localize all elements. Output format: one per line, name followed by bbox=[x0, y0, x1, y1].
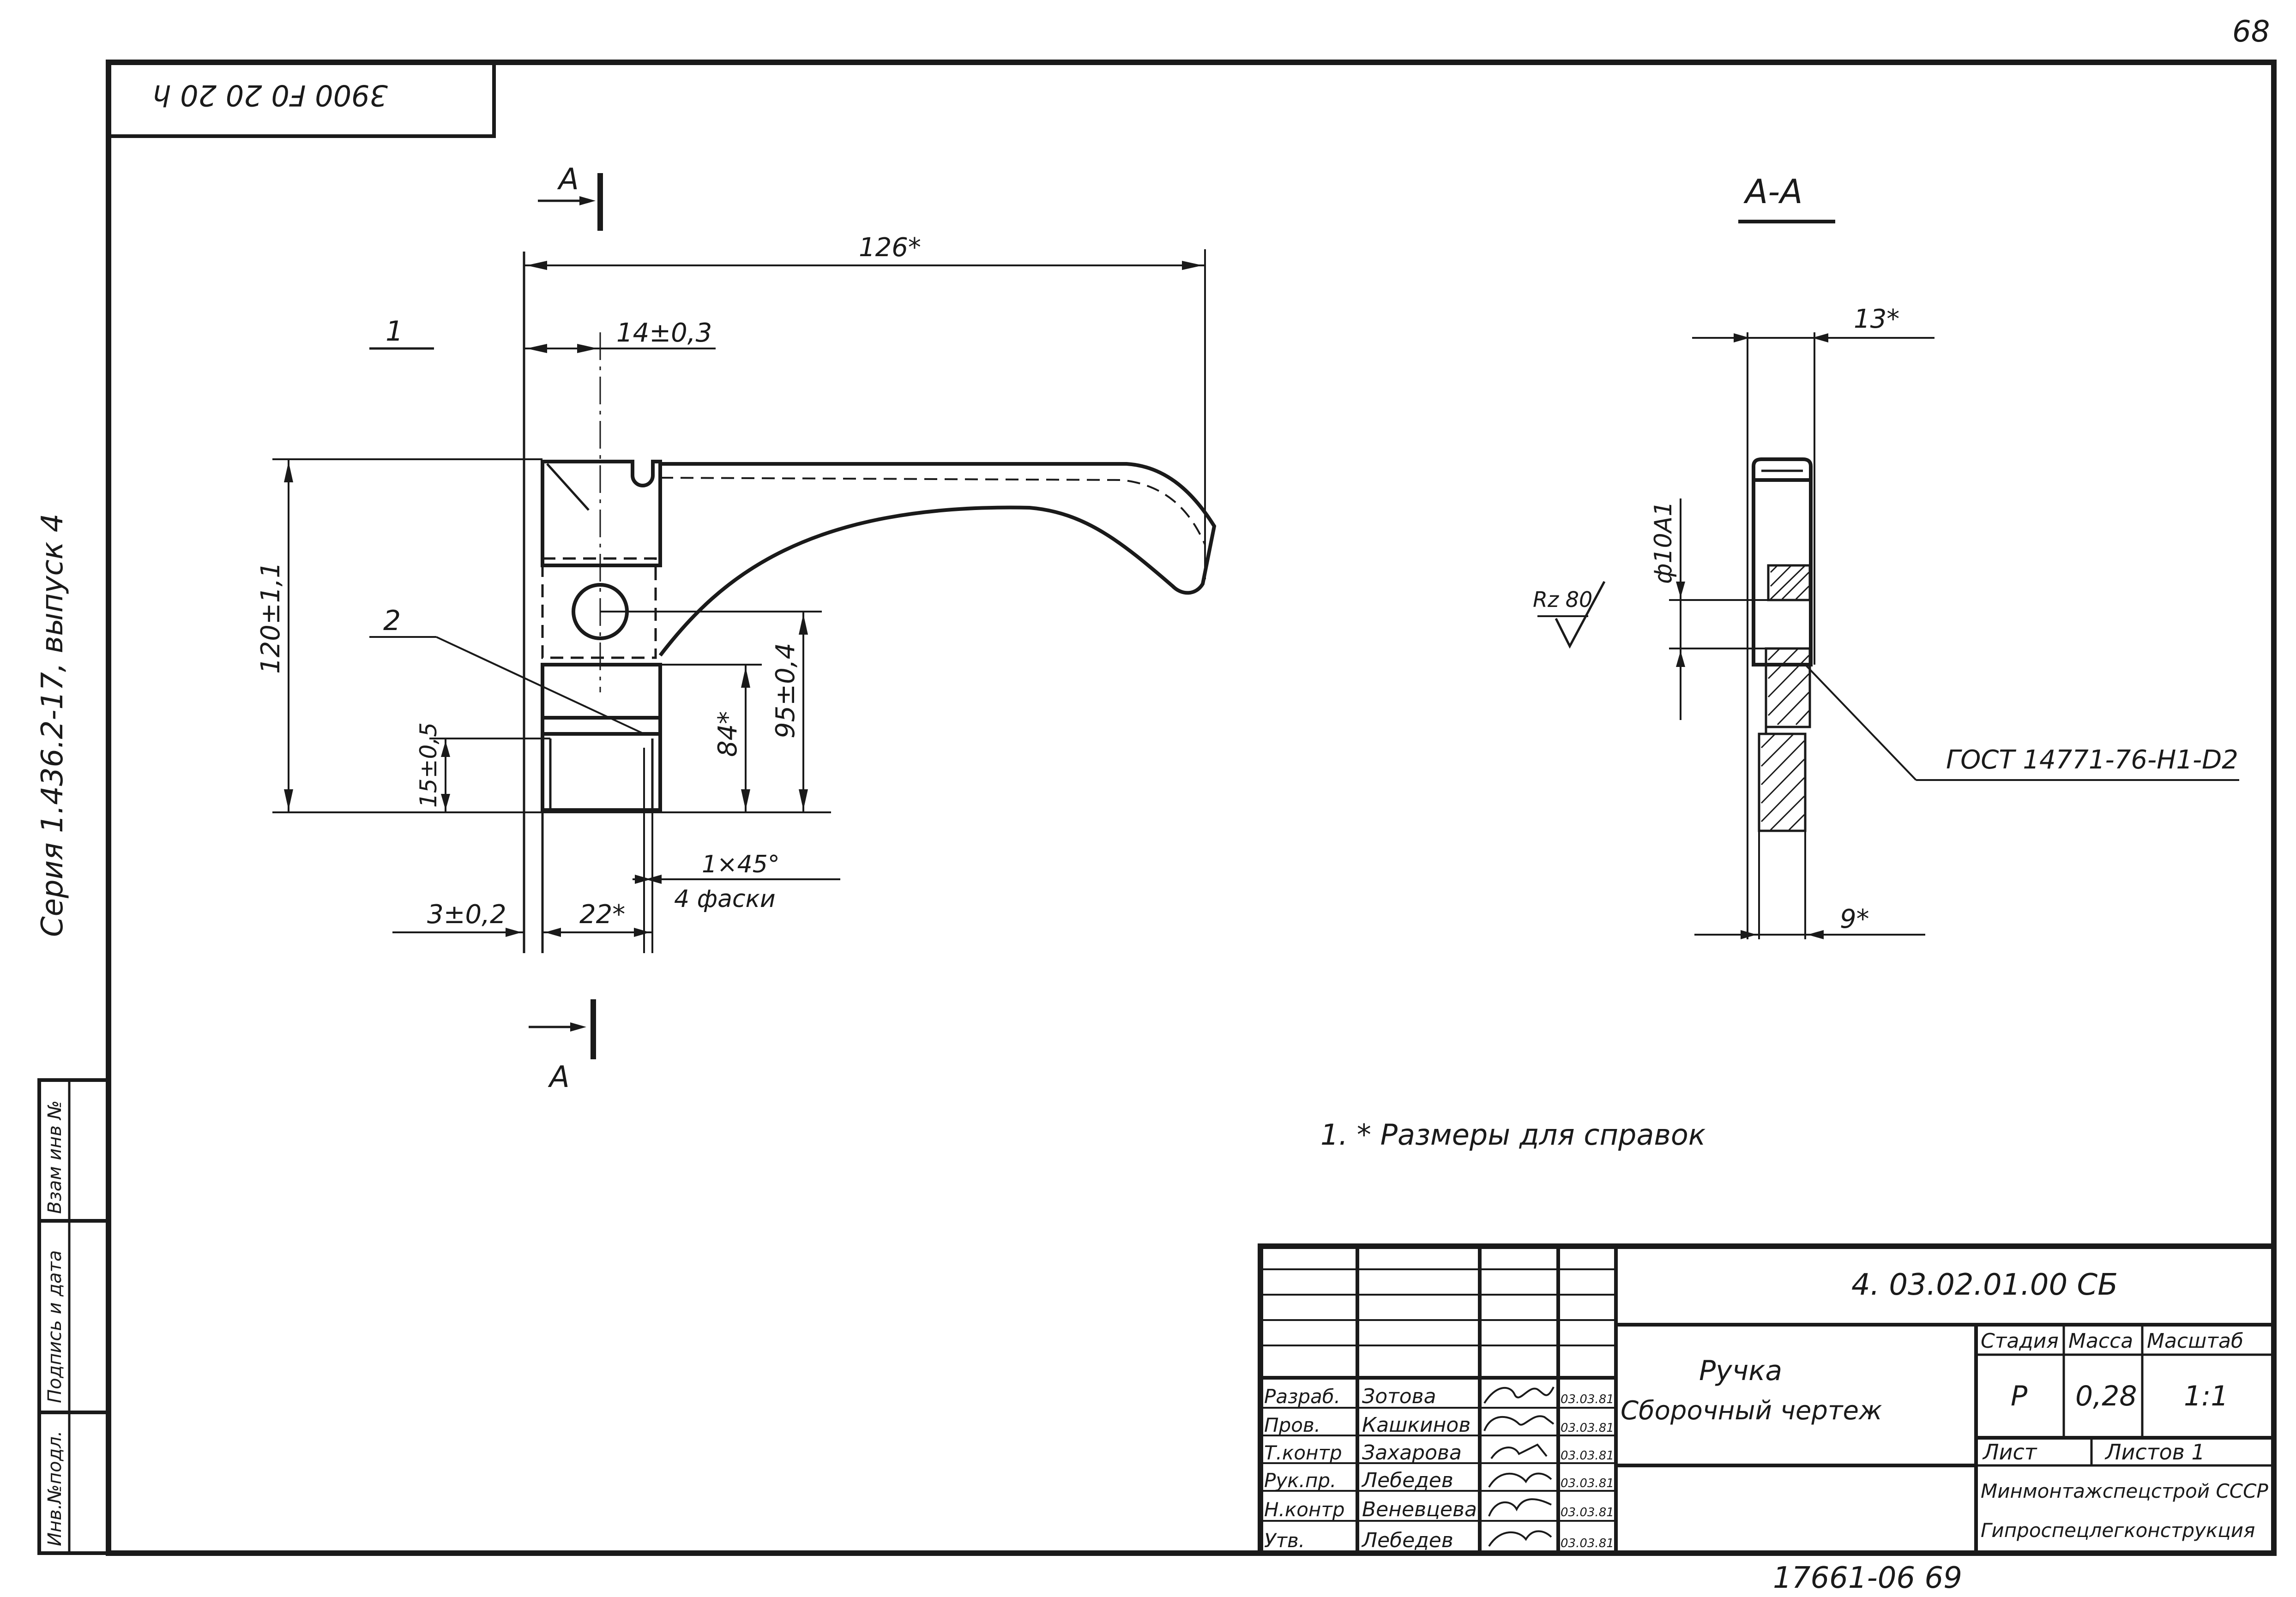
sheets-label: Листов 1 bbox=[2104, 1440, 2205, 1465]
dim-section-thickness: 9* bbox=[1694, 904, 1925, 939]
margin-sign-date: Подпись и дата bbox=[44, 1250, 66, 1403]
callout-2: 2 bbox=[383, 605, 401, 637]
role-name: Веневцева bbox=[1362, 1498, 1477, 1521]
dim-total-length-text: 126* bbox=[859, 233, 921, 263]
dim-hole-offset-text: 14±0,3 bbox=[616, 318, 712, 348]
roughness-mark: Rz 80 bbox=[1533, 581, 1606, 649]
hatch-middle bbox=[1765, 647, 1811, 728]
dim-slot-width-text: 22* bbox=[579, 900, 625, 930]
role-date: 03.03.81 bbox=[1561, 1393, 1614, 1406]
dim-slot-depth-text: 15±0,5 bbox=[415, 722, 442, 808]
scale-label: Масштаб bbox=[2147, 1329, 2243, 1353]
dim-slot-depth: 15±0,5 bbox=[415, 722, 550, 812]
margin-inv-orig: Инв.№подл. bbox=[44, 1430, 66, 1546]
dim-height-text: 120±1,1 bbox=[256, 562, 286, 674]
title-block-roles: Разраб. Зотова 03.03.81 Пров. Кашкинов 0… bbox=[1264, 1385, 1614, 1552]
dim-hole-height: 95±0,4 bbox=[600, 611, 822, 812]
gost-leader: ГОСТ 14771-76-Н1-D2 bbox=[1804, 664, 2239, 781]
dim-hole-offset: 14±0,3 bbox=[524, 318, 716, 353]
dim-wall-text: 3±0,2 bbox=[427, 900, 506, 930]
stage-label: Стадия bbox=[1981, 1329, 2059, 1353]
sheet-label: Лист bbox=[1982, 1440, 2037, 1465]
archive-number: 17661-06 69 bbox=[1773, 1561, 1962, 1595]
signatures bbox=[1483, 1387, 1555, 1547]
gost-text: ГОСТ 14771-76-Н1-D2 bbox=[1946, 745, 2238, 775]
cut-letter-bottom: А bbox=[548, 1060, 570, 1094]
handle-main-view bbox=[523, 252, 1217, 953]
series-label: Серия 1.436.2-17, выпуск 4 bbox=[36, 514, 70, 937]
mass-value: 0,28 bbox=[2075, 1380, 2137, 1412]
dim-hole-diameter-text: ф10А1 bbox=[1650, 501, 1677, 584]
dim-slot-top: 84* bbox=[660, 664, 762, 812]
role-name: Лебедев bbox=[1361, 1529, 1453, 1552]
top-stamp-text: 3900 F0 20 20 h bbox=[153, 78, 388, 112]
dim-chamfer: 1×45° 4 фаски bbox=[633, 748, 840, 953]
dim-total-length: 126* bbox=[524, 233, 1206, 579]
role-label: Н.контр bbox=[1264, 1498, 1345, 1521]
dim-section-width: 13* bbox=[1692, 304, 1934, 342]
dim-height: 120±1,1 bbox=[256, 458, 831, 813]
doc-type: Сборочный чертеж bbox=[1621, 1396, 1882, 1426]
mass-label: Масса bbox=[2068, 1329, 2133, 1353]
scale-value: 1:1 bbox=[2184, 1380, 2229, 1412]
left-margin-block: Взам инв № Подпись и дата Инв.№подл. bbox=[37, 1078, 110, 1555]
role-date: 03.03.81 bbox=[1561, 1449, 1614, 1463]
role-label: Разраб. bbox=[1264, 1385, 1340, 1408]
margin-inv-replace: Взам инв № bbox=[44, 1100, 66, 1214]
role-label: Т.контр bbox=[1264, 1441, 1342, 1464]
dim-chamfer-text: 1×45° bbox=[702, 851, 780, 878]
role-date: 03.03.81 bbox=[1561, 1477, 1614, 1490]
title-block bbox=[1258, 1243, 2277, 1556]
dim-hole-height-text: 95±0,4 bbox=[771, 643, 801, 738]
cut-marker-bottom: А bbox=[529, 999, 596, 1094]
sheet-number: 68 bbox=[2232, 15, 2270, 49]
callout-1: 1 bbox=[386, 315, 403, 348]
product-name: Ручка bbox=[1699, 1355, 1782, 1387]
role-label: Рук.пр. bbox=[1264, 1469, 1336, 1492]
dim-hole-diameter: ф10А1 bbox=[1650, 498, 1768, 720]
doc-code: 4. 03.02.01.00 СБ bbox=[1851, 1268, 2118, 1302]
role-date: 03.03.81 bbox=[1561, 1537, 1614, 1550]
role-name: Захарова bbox=[1362, 1441, 1462, 1465]
section-title: А-А bbox=[1743, 172, 1803, 211]
section-view bbox=[1747, 332, 1815, 939]
sheet-frame bbox=[106, 60, 2277, 1556]
org2: Гипроспецлегконструкция bbox=[1981, 1519, 2255, 1542]
dim-section-width-text: 13* bbox=[1854, 304, 1899, 334]
dim-wall-and-slot: 3±0,2 22* bbox=[392, 900, 652, 937]
role-date: 03.03.81 bbox=[1561, 1421, 1614, 1435]
cut-letter-top: А bbox=[557, 162, 579, 197]
role-label: Пров. bbox=[1264, 1414, 1320, 1436]
dim-chamfer-count-text: 4 фаски bbox=[674, 885, 776, 913]
dim-section-thickness-text: 9* bbox=[1840, 904, 1869, 934]
stage-value: Р bbox=[2011, 1380, 2028, 1412]
roughness-text: Rz 80 bbox=[1533, 587, 1592, 612]
dim-slot-top-text: 84* bbox=[713, 711, 743, 757]
top-stamp-box bbox=[107, 60, 496, 138]
role-date: 03.03.81 bbox=[1561, 1506, 1614, 1519]
cut-marker-top: А bbox=[538, 162, 603, 231]
role-name: Кашкинов bbox=[1362, 1413, 1470, 1437]
role-name: Лебедев bbox=[1361, 1469, 1453, 1492]
org1: Минмонтажспецстрой СССР bbox=[1981, 1480, 2268, 1502]
lever-arm bbox=[658, 462, 1217, 657]
role-name: Зотова bbox=[1362, 1385, 1436, 1408]
role-label: Утв. bbox=[1264, 1529, 1305, 1552]
hatch-upper bbox=[1767, 564, 1811, 601]
hatch-lower bbox=[1758, 732, 1807, 832]
note-text: 1. * Размеры для справок bbox=[1320, 1118, 1706, 1152]
